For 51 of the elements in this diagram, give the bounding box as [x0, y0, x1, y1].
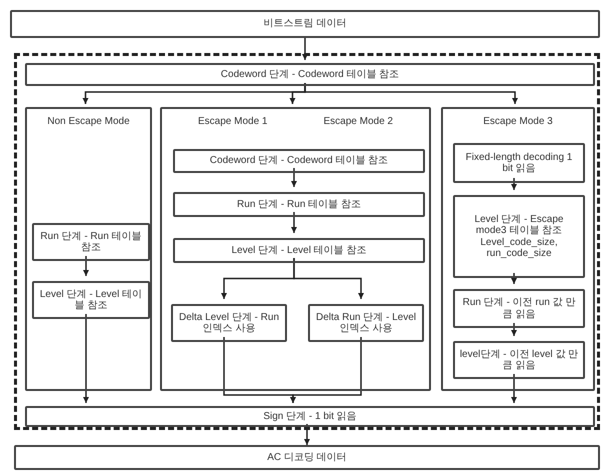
mode-panel	[160, 107, 431, 391]
arrow	[511, 178, 517, 190]
arrow	[290, 337, 362, 403]
box-text: Fixed-length decoding 1 bit 읽음	[464, 152, 574, 174]
process-box	[14, 445, 600, 470]
arrow	[304, 83, 518, 104]
process-box	[25, 63, 595, 86]
box-text: Level 단계 - Level 테이블 참조	[38, 288, 144, 312]
box-text: Level 단계 - Level 테이블 참조	[231, 244, 367, 256]
arrow	[291, 212, 297, 233]
box-text: AC 디코딩 데이터	[267, 452, 347, 464]
process-box	[173, 149, 425, 173]
panel-heading: Escape Mode 3	[483, 116, 553, 128]
dashed-group-box	[14, 53, 600, 430]
box-text: Run 단계 - Run 테이블 참조	[237, 198, 361, 210]
arrow	[511, 374, 517, 403]
mode-panel	[25, 107, 152, 391]
panel-heading: Escape Mode 1	[198, 116, 268, 128]
box-text: 비트스트림 데이터	[264, 18, 346, 30]
process-box	[453, 341, 585, 379]
process-box	[32, 223, 150, 261]
process-box	[10, 10, 600, 38]
box-text: Codeword 단계 - Codeword 테이블 참조	[210, 155, 388, 167]
box-text: Codeword 단계 - Codeword 테이블 참조	[220, 68, 400, 80]
arrow	[511, 273, 517, 284]
panel-heading: Escape Mode 2	[324, 116, 393, 128]
arrow	[83, 256, 89, 276]
panel-heading: Non Escape Mode	[47, 116, 130, 128]
box-text: Delta Run 단계 - Level 인덱스 사용	[314, 312, 418, 334]
box-text: Level 단계 - Escape mode3 테이블 참조 Level_code_size, run_code_size	[474, 214, 564, 260]
box-text: Delta Level 단계 - Run 인덱스 사용	[178, 312, 280, 334]
box-text: Run 단계 - 이전 run 값 만큼 읽음	[462, 297, 576, 320]
process-box	[25, 406, 595, 427]
process-box	[453, 289, 585, 328]
box-text: level단계 - 이전 level 값 만큼 읽음	[459, 348, 579, 372]
arrow	[304, 424, 310, 445]
arrow	[291, 168, 297, 187]
arrow	[83, 314, 89, 403]
arrow	[511, 323, 517, 336]
box-text: Run 단계 - Run 테이블 참조	[39, 230, 143, 254]
mode-panel	[441, 107, 595, 391]
process-box	[171, 304, 287, 342]
arrow	[302, 38, 308, 60]
process-box	[32, 281, 150, 319]
box-text: Sign 단계 - 1 bit 읽음	[263, 410, 357, 422]
arrow	[293, 258, 364, 299]
process-box	[173, 238, 425, 263]
process-box	[453, 143, 585, 183]
process-box	[453, 195, 585, 278]
process-box	[308, 304, 424, 342]
process-box	[173, 192, 425, 217]
